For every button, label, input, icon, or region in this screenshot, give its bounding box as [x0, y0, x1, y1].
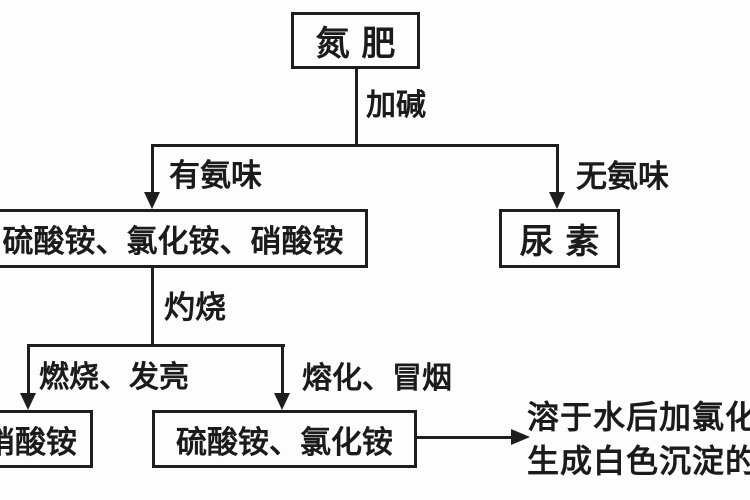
urea-label: 尿 素	[519, 222, 600, 262]
connector-right-branch-vertical	[556, 144, 559, 195]
has-ammonia-smell-label: 有氨味	[169, 158, 262, 194]
urea-box: 尿 素	[499, 209, 620, 268]
no-ammonia-smell-label: 无氨味	[576, 159, 669, 195]
nitrogen-fertilizer-box: 氮 肥	[291, 12, 420, 69]
arrow-down-icon	[274, 393, 290, 410]
add-alkali-label: 加碱	[366, 88, 426, 123]
arrow-down-icon	[20, 393, 36, 410]
connector-ignite-vertical	[151, 266, 154, 347]
connector-left-branch-vertical	[151, 144, 154, 195]
connector-bottom-branch-horizontal	[27, 344, 285, 347]
result-line-1: 溶于水后加氯化	[527, 398, 750, 436]
ignite-label: 灼烧	[164, 290, 226, 326]
melt-smoke-label: 熔化、冒烟	[302, 361, 452, 396]
ammonium-nitrate-label: 硝酸铵	[0, 424, 77, 461]
nitrogen-fertilizer-label: 氮 肥	[315, 24, 396, 64]
connector-result-horizontal	[415, 436, 514, 439]
result-line-2: 生成白色沉淀的	[527, 442, 750, 480]
three-ammonium-salts-label: 硫酸铵、氯化铵、硝酸铵	[2, 224, 344, 260]
arrow-right-icon	[511, 429, 530, 445]
arrow-down-icon	[144, 192, 160, 209]
arrow-down-icon	[549, 192, 565, 209]
connector-bottomright-vertical	[281, 344, 284, 394]
ammonium-nitrate-box: 硝酸铵	[0, 410, 93, 468]
three-ammonium-salts-box: 硫酸铵、氯化铵、硝酸铵	[0, 209, 368, 268]
connector-branch-horizontal	[151, 144, 559, 147]
sulfate-chloride-box: 硫酸铵、氯化铵	[152, 410, 417, 468]
result-text: 溶于水后加氯化 生成白色沉淀的	[527, 395, 750, 483]
connector-topbox-vertical	[355, 68, 358, 147]
connector-bottomleft-vertical	[27, 344, 30, 394]
sulfate-chloride-label: 硫酸铵、氯化铵	[176, 424, 393, 461]
burn-glow-label: 燃烧、发亮	[39, 360, 189, 395]
